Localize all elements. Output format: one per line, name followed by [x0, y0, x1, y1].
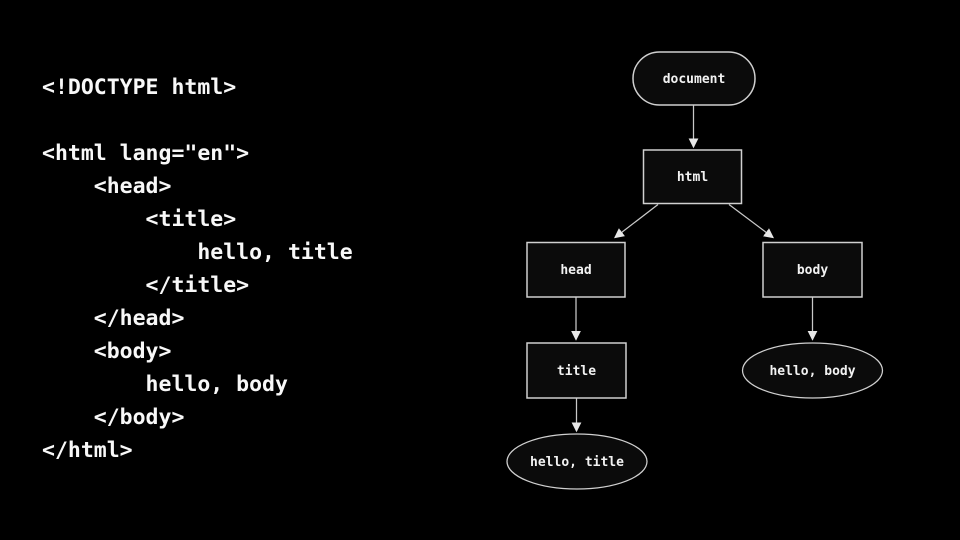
code-line: </title> — [42, 273, 250, 298]
edge-html-body — [728, 204, 774, 239]
hello-title-node-label: hello, title — [530, 455, 624, 470]
node-html: html — [642, 149, 743, 205]
node-document: document — [632, 51, 756, 106]
document-node-label: document — [663, 72, 726, 87]
title-node-label: title — [557, 364, 596, 379]
head-node-label: head — [560, 263, 591, 278]
code-line: </body> — [42, 405, 185, 430]
node-hello-body: hello, body — [741, 342, 884, 399]
hello-body-node-label: hello, body — [769, 364, 855, 379]
body-node-shape — [762, 241, 863, 298]
code-line: </html> — [42, 438, 133, 463]
code-line: </head> — [42, 306, 185, 331]
document-node-shape — [632, 51, 756, 106]
title-node-shape — [526, 342, 627, 399]
code-line: <head> — [42, 174, 172, 199]
code-line: hello, body — [42, 372, 288, 397]
code-line: <html lang="en"> — [42, 141, 250, 166]
edge-html-head — [614, 204, 659, 239]
html-node-label: html — [677, 170, 708, 185]
node-hello-title: hello, title — [506, 433, 648, 490]
body-node-label: body — [797, 263, 828, 278]
html-node-shape — [642, 149, 743, 205]
code-line: hello, title — [42, 240, 353, 265]
code-line: <!DOCTYPE html> — [42, 75, 237, 100]
code-line: <title> — [42, 207, 237, 232]
code-line: <body> — [42, 339, 172, 364]
node-body: body — [762, 241, 863, 298]
head-node-shape — [526, 241, 626, 298]
hello-body-node-shape — [741, 342, 884, 399]
hello-title-node-shape — [506, 433, 648, 490]
node-head: head — [526, 241, 626, 298]
code-block: <!DOCTYPE html> <html lang="en"> <head> <… — [42, 71, 353, 467]
node-title: title — [526, 342, 627, 399]
